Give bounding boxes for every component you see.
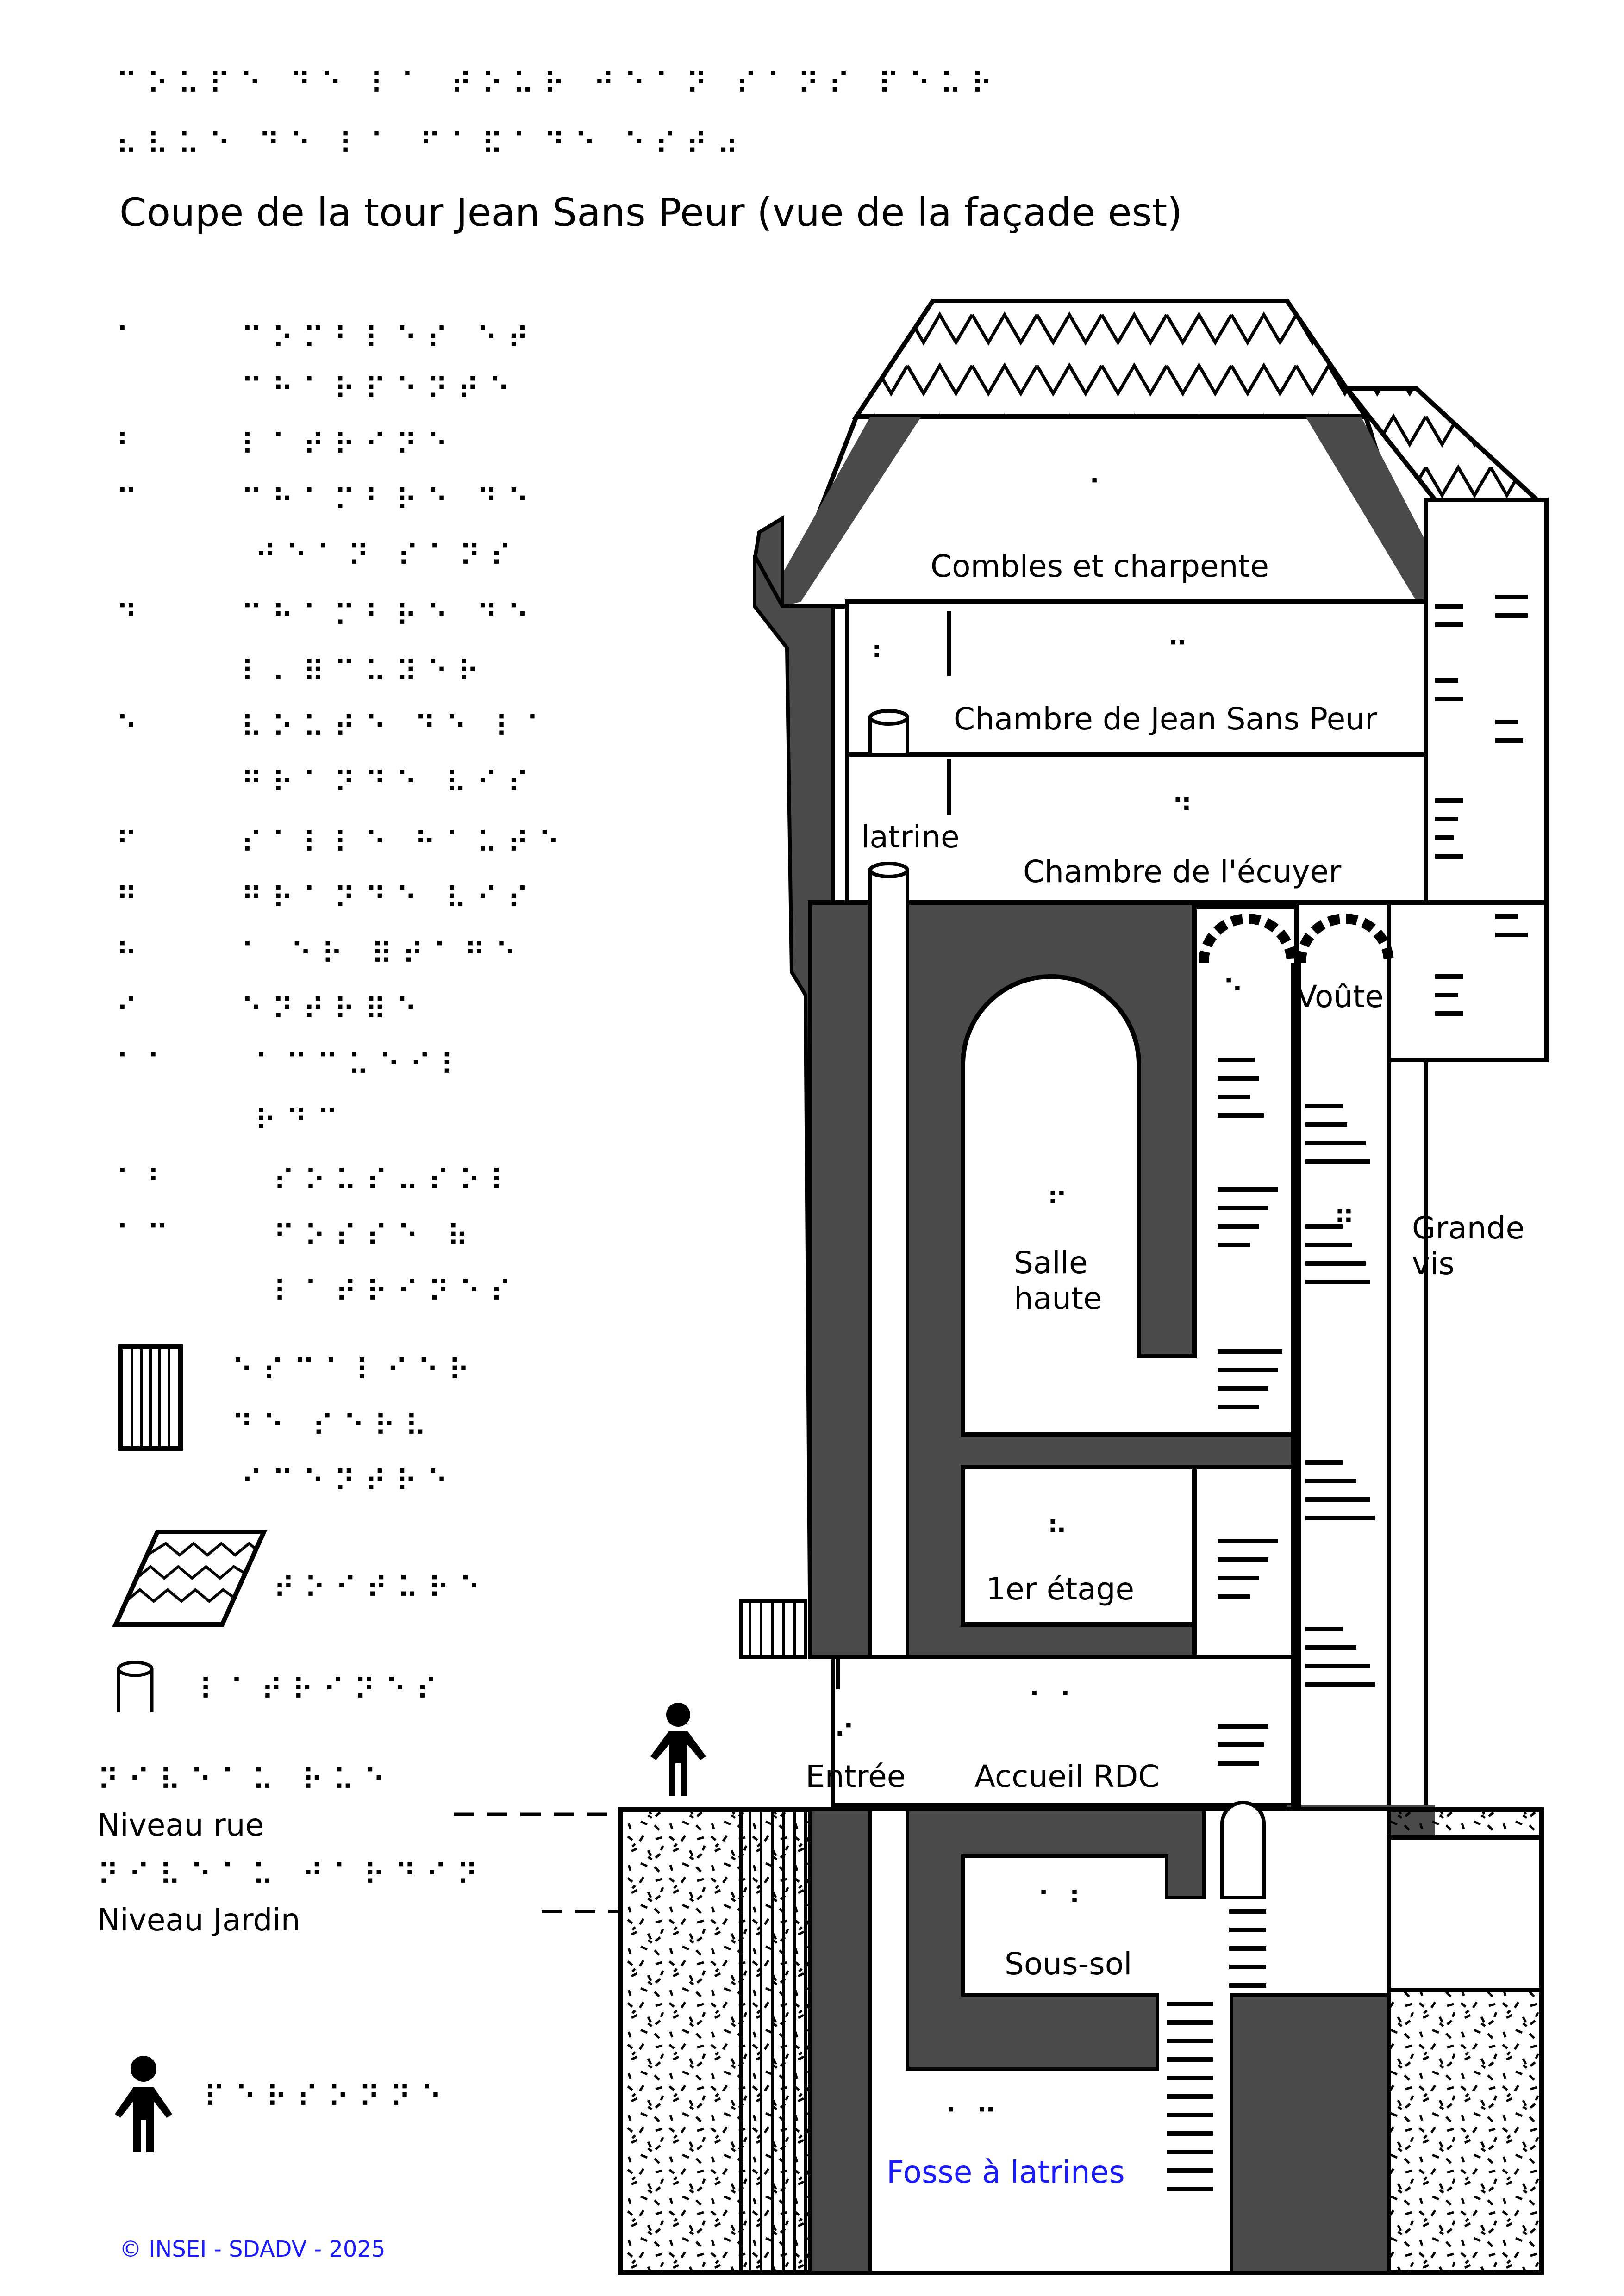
page-title: Coupe de la tour Jean Sans Peur (vue de … <box>119 190 1183 235</box>
entree-label: Entrée <box>806 1759 906 1794</box>
niveau-jardin-braille: ⠝⠊⠧⠑⠁⠥ ⠚⠁⠗⠙⠊⠝ <box>97 1858 487 1892</box>
stairs-legend-braille: ⠊⠉⠑⠝⠞⠗⠑ <box>241 1465 458 1499</box>
grande-vis-braille: ⠛ <box>1333 1206 1364 1240</box>
fosse-label: Fosse à latrines <box>887 2154 1125 2190</box>
legend-key: ⠙ <box>116 599 147 634</box>
legend-key: ⠁⠉ <box>116 1220 178 1254</box>
ecuyer-label: Chambre de l'écuyer <box>1023 854 1342 890</box>
stairs-symbol-icon <box>118 1344 183 1451</box>
etage1-braille: ⠓ <box>1046 1516 1077 1550</box>
combles-label: Combles et charpente <box>931 548 1269 584</box>
roof <box>779 299 1543 609</box>
niveau-rue-label: Niveau rue <box>97 1807 264 1843</box>
legend-text: ⠑⠝⠞⠗⠿⠑ <box>241 993 427 1027</box>
legend-text: ⠛⠗⠁⠝⠙⠑ ⠧⠊⠎ <box>241 766 538 800</box>
legend-text: ⠉⠓⠁⠍⠃⠗⠑ ⠙⠑ <box>241 484 538 518</box>
stair-steps <box>1218 595 1528 1766</box>
person-legend-braille: ⠏⠑⠗⠎⠕⠝⠝⠑ <box>204 2080 451 2115</box>
legend-text: ⠇⠄⠿⠉⠥⠽⠑⠗ <box>241 655 488 689</box>
stairs-legend-braille: ⠙⠑ ⠎⠑⠗⠧ <box>231 1409 436 1444</box>
title-braille-line-1: ⠉⠕⠥⠏⠑ ⠙⠑ ⠇⠁ ⠞⠕⠥⠗ ⠚⠑⠁⠝ ⠎⠁⠝⠎ ⠏⠑⠥⠗ <box>116 67 1002 101</box>
latrine-shaft <box>739 611 951 1689</box>
salle-haute-braille: ⠋ <box>1046 1187 1077 1221</box>
salle-haute-label: Salle haute <box>1014 1245 1102 1316</box>
latrine-label: latrine <box>861 819 960 855</box>
roof-legend-braille: ⠞⠕⠊⠞⠥⠗⠑ <box>273 1571 490 1605</box>
legend-text: ⠎⠕⠥⠎⠤⠎⠕⠇ <box>273 1164 521 1198</box>
legend-key: ⠓ <box>116 937 147 971</box>
vault <box>1199 914 1394 1833</box>
grande-vis-label: Grande vis <box>1412 1210 1525 1282</box>
legend-text: ⠇⠁⠞⠗⠊⠝⠑ <box>241 428 458 462</box>
copyright: © INSEI - SDADV - 2025 <box>119 2236 386 2262</box>
legend-text: ⠎⠁⠇⠇⠑ ⠓⠁⠥⠞⠑ <box>241 826 569 860</box>
title-braille-line-2: ⠦⠧⠥⠑ ⠙⠑ ⠇⠁ ⠋⠁⠯⠁⠙⠑ ⠑⠎⠞⠴ <box>116 127 748 162</box>
legend-text: ⠇⠁⠞⠗⠊⠝⠑⠎ <box>273 1275 521 1309</box>
legend-text: ⠧⠕⠥⠞⠑ ⠙⠑ ⠇⠁ <box>241 710 557 745</box>
latrine-symbol-icon <box>117 1661 154 1712</box>
legend-text: ⠁ ⠑⠗ ⠿⠞⠁⠛⠑ <box>241 937 526 971</box>
chambre-jsp-label: Chambre de Jean Sans Peur <box>954 701 1378 737</box>
chambre-jsp-braille: ⠉ <box>1167 636 1198 671</box>
voute-label: Voûte <box>1296 979 1384 1014</box>
legend-key: ⠋ <box>116 826 147 860</box>
legend-text: ⠉⠓⠁⠍⠃⠗⠑ ⠙⠑ <box>241 599 538 634</box>
legend-key: ⠑ <box>116 710 147 745</box>
combles-braille: ⠁ <box>1088 474 1119 509</box>
legend-key: ⠁⠃ <box>116 1164 178 1198</box>
latrine-braille: ⠃ <box>870 641 901 675</box>
legend-text: ⠁⠉⠉⠥⠑⠊⠇ <box>255 1048 472 1083</box>
ecuyer-braille: ⠙ <box>1171 794 1202 828</box>
person-icon <box>115 2056 172 2152</box>
legend-text: ⠗⠙⠉ <box>255 1104 348 1138</box>
legend-key: ⠉ <box>116 484 147 518</box>
person-at-entrance-icon <box>650 1703 706 1796</box>
sous-sol-braille: ⠁⠃ <box>1037 1886 1099 1920</box>
sous-sol-label: Sous-sol <box>1005 1946 1132 1982</box>
fosse-braille: ⠁⠉ <box>944 2103 1006 2138</box>
legend-key: ⠊ <box>116 993 147 1027</box>
basement-steps <box>1167 1909 1266 2191</box>
latrine-legend-braille: ⠇⠁⠞⠗⠊⠝⠑⠎ <box>199 1673 447 1707</box>
entree-braille: ⠊ <box>833 1719 864 1754</box>
etage1-label: 1er étage <box>986 1571 1135 1607</box>
accueil-label: Accueil RDC <box>974 1759 1160 1794</box>
accueil-braille: ⠁⠁ <box>1028 1687 1090 1721</box>
legend-key: ⠁⠁ <box>116 1048 178 1083</box>
niveau-jardin-label: Niveau Jardin <box>97 1902 300 1938</box>
legend-text: ⠉⠓⠁⠗⠏⠑⠝⠞⠑ <box>241 373 519 407</box>
legend-text: ⠛⠗⠁⠝⠙⠑ ⠧⠊⠎ <box>241 882 538 916</box>
legend-text: ⠉⠕⠍⠃⠇⠑⠎ ⠑⠞ <box>241 322 538 356</box>
legend-key: ⠛ <box>116 882 147 916</box>
stairs-legend-braille: ⠑⠎⠉⠁⠇⠊⠑⠗ <box>231 1354 479 1388</box>
legend-text: ⠚⠑⠁⠝ ⠎⠁⠝⠎ <box>255 539 521 573</box>
roof-symbol-icon <box>112 1530 268 1627</box>
legend-key: ⠃ <box>116 428 147 462</box>
niveau-rue-braille: ⠝⠊⠧⠑⠁⠥ ⠗⠥⠑ <box>97 1763 395 1798</box>
voute-braille: ⠑ <box>1222 974 1253 1008</box>
legend-text: ⠋⠕⠎⠎⠑ ⠷ <box>273 1220 478 1254</box>
legend-key: ⠁ <box>116 322 147 356</box>
foundation <box>618 1801 1544 2275</box>
